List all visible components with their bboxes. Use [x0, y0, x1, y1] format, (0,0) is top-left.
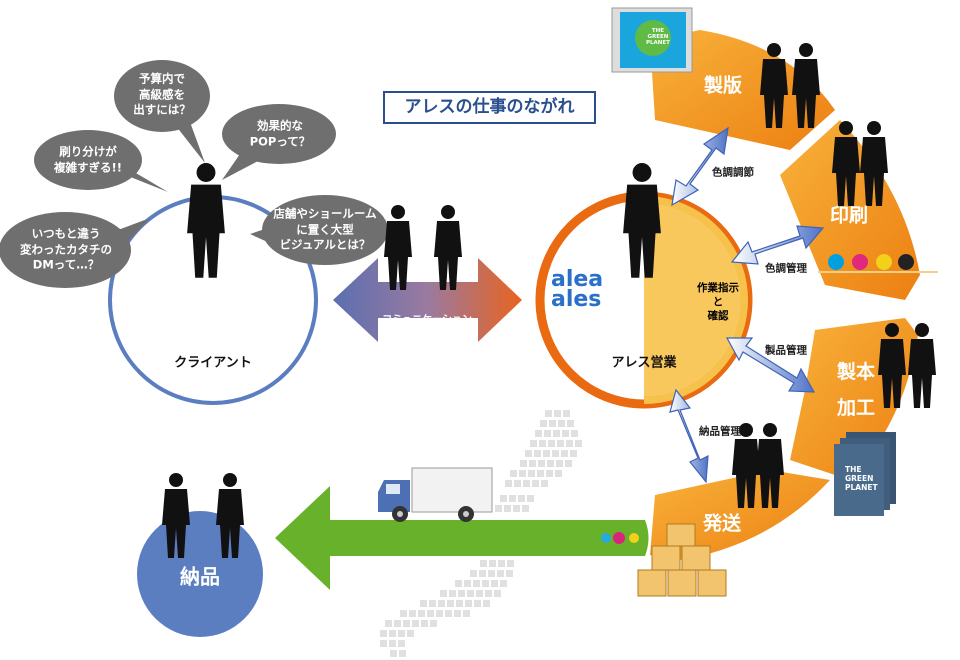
bubble-large-visual: 店舗やショールームに置く大型ビジュアルとは？: [273, 206, 377, 252]
communication-label: コミュニケーション: [382, 314, 472, 326]
link-delivery-manage: 納品管理: [699, 425, 741, 438]
poster-sheet: [611, 7, 693, 73]
color-swatches: [818, 254, 938, 273]
delivery-arrow: [275, 486, 649, 590]
link-color-adjust: 色調調節: [712, 166, 754, 179]
delivery-label: 納品: [180, 564, 220, 589]
link-product-manage: 製品管理: [765, 344, 807, 357]
plate-making-label: 製版: [703, 74, 743, 97]
instruction-label: 作業指示と確認: [697, 282, 739, 322]
communication-arrow: [333, 258, 522, 342]
link-color-manage: 色調管理: [765, 262, 807, 275]
speech-bubbles: [0, 60, 388, 288]
japan-map: [380, 410, 582, 657]
shipping-label: 発送: [702, 512, 742, 535]
page-title: アレスの仕事のながれ: [383, 91, 596, 124]
ares-sales-label: アレス営業: [611, 355, 677, 371]
boxes-icon: [637, 523, 727, 597]
book-stack: [834, 432, 896, 516]
binding-label: 製本加工: [836, 361, 876, 419]
printing-label: 印刷: [829, 204, 869, 227]
bubble-print-separation: 刷り分けが複雑すぎる!!: [54, 144, 122, 174]
client-label: クライアント: [174, 355, 252, 371]
truck-icon: [378, 467, 493, 522]
bubble-budget: 予算内で高級感を出すには？: [133, 71, 191, 117]
link-arrows: [669, 126, 825, 484]
